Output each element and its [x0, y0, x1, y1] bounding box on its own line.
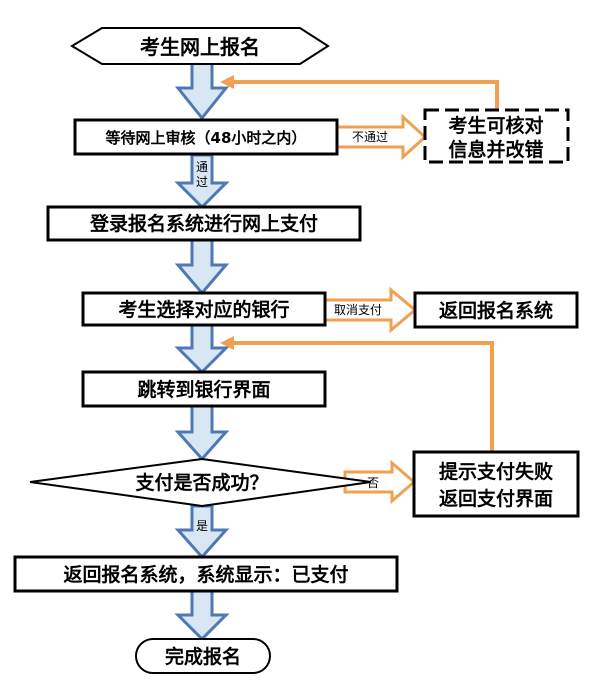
- node-start-text: 考生网上报名: [140, 35, 260, 59]
- node-payment-fail-line2: 返回支付界面: [439, 487, 553, 510]
- node-wait-review: 等待网上审核（48小时之内）: [73, 118, 339, 156]
- side-arrows: [323, 113, 428, 505]
- node-check-info: 考生可核对 信息并改错: [423, 108, 570, 164]
- feedback-arrowhead-review: [220, 75, 234, 89]
- label-cancel-pay: 取消支付: [334, 303, 382, 317]
- feedback-line-review: [232, 80, 499, 110]
- feedback-lines: [220, 75, 499, 452]
- node-payment-ok: 支付是否成功？: [29, 457, 372, 508]
- feedback-arrowhead-payment: [220, 336, 234, 350]
- down-arrow-2: [174, 153, 230, 210]
- node-jump-bank-text: 跳转到银行界面: [137, 378, 270, 401]
- node-check-info-line1: 考生可核对: [448, 114, 543, 137]
- node-wait-review-text: 等待网上审核（48小时之内）: [106, 129, 307, 147]
- label-no: 否: [367, 476, 379, 490]
- side-arrow-no: [343, 459, 417, 505]
- label-not-passed: 不通过: [352, 130, 388, 144]
- node-return-system-text: 返回报名系统: [439, 299, 553, 322]
- node-choose-bank: 考生选择对应的银行: [81, 291, 327, 327]
- node-return-system: 返回报名系统: [413, 291, 579, 329]
- down-arrow-4: [174, 323, 230, 375]
- label-passed-2: 过: [196, 175, 208, 189]
- node-login-pay: 登录报名系统进行网上支付: [46, 205, 362, 242]
- node-jump-bank: 跳转到银行界面: [81, 370, 327, 408]
- node-done-text: 完成报名: [165, 645, 241, 668]
- side-arrow-not-passed: [335, 113, 428, 161]
- node-payment-fail: 提示支付失败 返回支付界面: [412, 450, 580, 518]
- down-arrow-6: [174, 504, 230, 560]
- node-start: 考生网上报名: [70, 27, 330, 65]
- label-passed-1: 通: [196, 160, 208, 174]
- side-arrow-cancel-pay: [323, 286, 418, 334]
- down-arrow-7: [174, 589, 230, 642]
- node-payment-ok-text: 支付是否成功？: [134, 471, 268, 494]
- down-arrow-3: [174, 238, 230, 296]
- down-arrows: [174, 61, 230, 642]
- down-arrow-5: [174, 404, 230, 462]
- down-arrow-1: [174, 61, 230, 121]
- node-login-pay-text: 登录报名系统进行网上支付: [89, 212, 318, 235]
- feedback-line-payment: [232, 341, 494, 452]
- node-return-paid-text: 返回报名系统，系统显示：已支付: [63, 563, 348, 586]
- node-payment-fail-line1: 提示支付失败: [439, 460, 553, 483]
- label-yes: 是: [196, 519, 208, 533]
- node-check-info-line2: 信息并改错: [448, 138, 543, 161]
- node-return-paid: 返回报名系统，系统显示：已支付: [13, 555, 399, 593]
- node-done: 完成报名: [135, 638, 271, 674]
- node-choose-bank-text: 考生选择对应的银行: [118, 298, 289, 321]
